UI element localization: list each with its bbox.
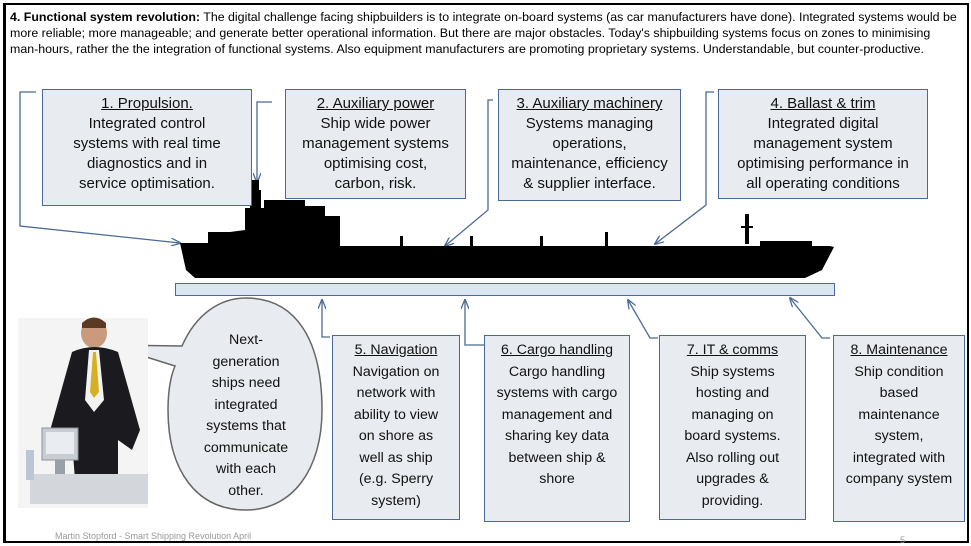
box-propulsion: 1. Propulsion. Integrated control system… <box>42 89 252 206</box>
intro-paragraph: 4. Functional system revolution: The dig… <box>10 9 960 57</box>
presenter-photo <box>18 317 148 508</box>
arrow-auxiliary-machinery <box>445 99 493 246</box>
box-it-comms-title: 7. IT & comms <box>686 342 779 358</box>
arrow-propulsion <box>19 91 180 243</box>
box-navigation-title: 5. Navigation <box>354 342 438 358</box>
frame-right <box>967 3 969 543</box>
speech-bubble <box>107 297 323 511</box>
footer-credit: Martin Stopford - Smart Shipping Revolut… <box>55 531 252 541</box>
arrow-ballast-trim <box>655 91 714 244</box>
box-ballast-trim-body: Integrated digital management system opt… <box>737 115 909 192</box>
frame-bottom <box>3 541 969 543</box>
box-maintenance-body: Ship condition based maintenance system,… <box>845 363 953 488</box>
box-it-comms-body: Ship systems hosting and managing on boa… <box>684 363 781 509</box>
box-auxiliary-power: 2. Auxiliary power Ship wide power manag… <box>285 89 466 199</box>
arrow-it-comms <box>628 300 658 339</box>
box-it-comms: 7. IT & comms Ship systems hosting and m… <box>659 335 806 520</box>
arrow-maintenance <box>790 298 830 339</box>
tanker-silhouette <box>180 180 834 278</box>
page-number: 5 <box>900 535 906 545</box>
box-cargo-handling-body: Cargo handling systems with cargo manage… <box>496 363 618 488</box>
arrow-navigation <box>322 300 330 338</box>
box-maintenance-title: 8. Maintenance <box>850 342 948 358</box>
intro-text: The digital challenge facing shipbuilder… <box>10 10 957 56</box>
box-ballast-trim-title: 4. Ballast & trim <box>770 95 876 112</box>
frame-left <box>3 3 6 543</box>
box-auxiliary-machinery: 3. Auxiliary machinery Systems managing … <box>498 89 681 201</box>
box-propulsion-body: Integrated control systems with real tim… <box>73 115 221 192</box>
box-auxiliary-machinery-title: 3. Auxiliary machinery <box>516 95 663 112</box>
box-ballast-trim: 4. Ballast & trim Integrated digital man… <box>718 89 928 199</box>
box-cargo-handling: 6. Cargo handling Cargo handling systems… <box>484 335 630 522</box>
box-auxiliary-power-body: Ship wide power management systems optim… <box>302 115 449 192</box>
box-cargo-handling-title: 6. Cargo handling <box>500 342 613 358</box>
box-navigation: 5. Navigation Navigation on network with… <box>332 335 460 520</box>
arrow-auxiliary-power <box>257 101 272 182</box>
speech-bubble-text: Next- generation ships need integrated s… <box>203 332 289 499</box>
frame-top <box>3 3 969 5</box>
box-auxiliary-machinery-body: Systems managing operations, maintenance… <box>511 115 668 192</box>
box-maintenance: 8. Maintenance Ship condition based main… <box>833 335 965 522</box>
box-propulsion-title: 1. Propulsion. <box>101 95 193 112</box>
arrow-cargo-handling <box>465 300 485 346</box>
intro-heading: 4. Functional system revolution: <box>10 10 201 24</box>
box-navigation-body: Navigation on network with ability to vi… <box>352 363 440 509</box>
box-auxiliary-power-title: 2. Auxiliary power <box>316 95 435 112</box>
ship-deck-bar <box>175 283 835 296</box>
